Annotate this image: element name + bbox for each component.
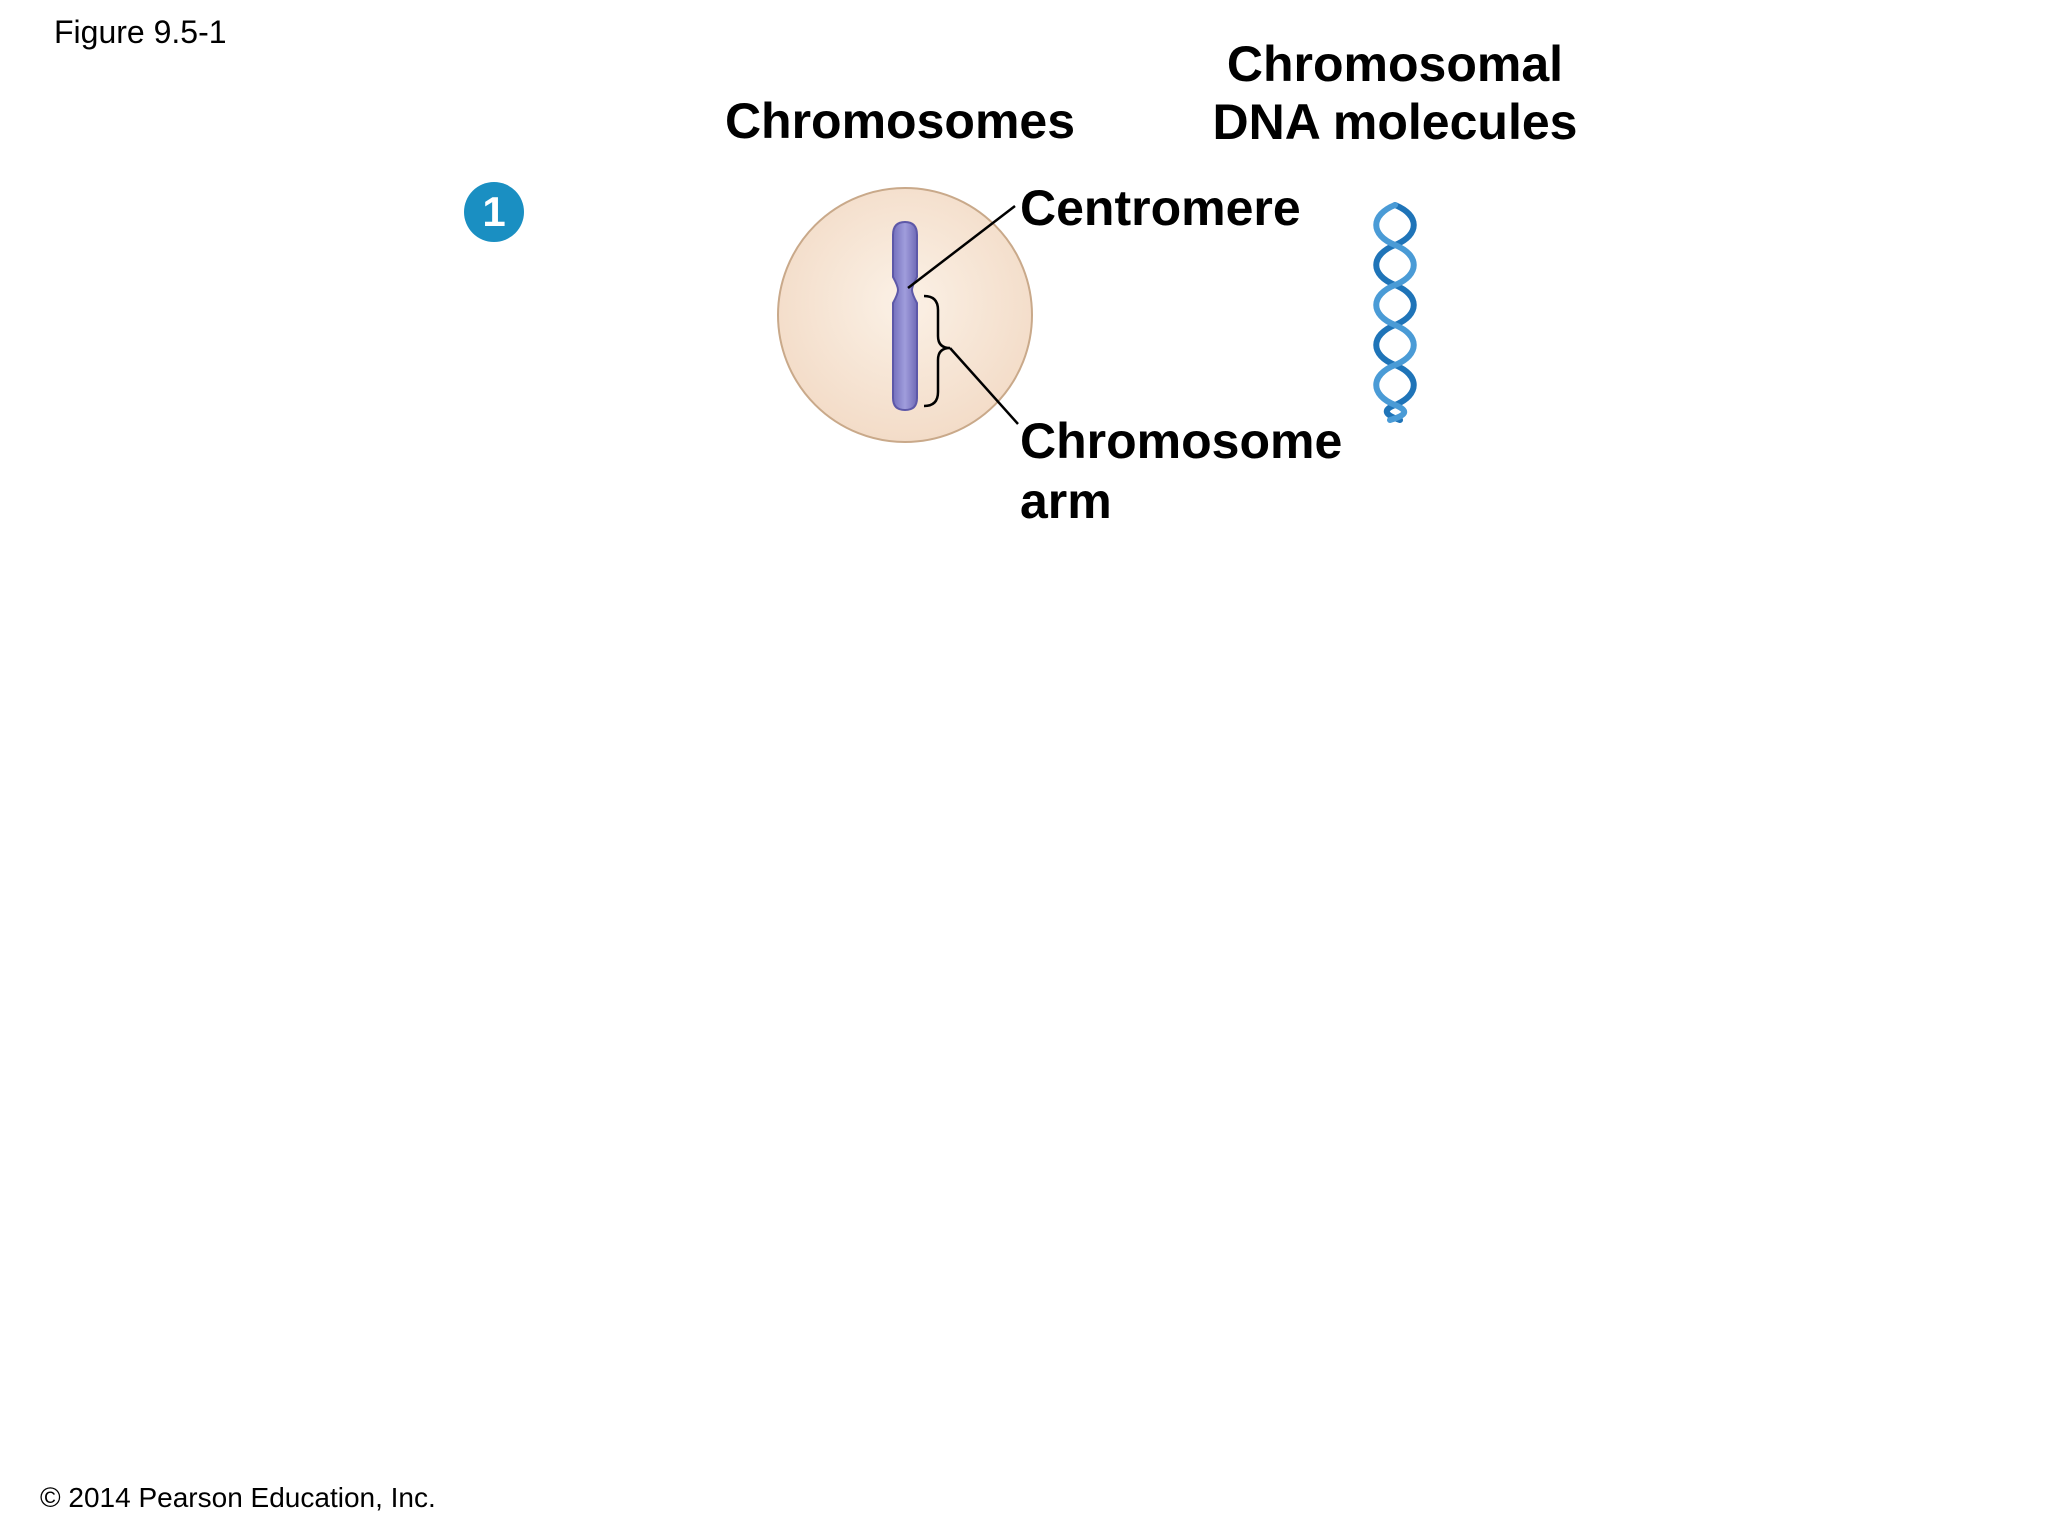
arm-label-line2: arm [1020,473,1112,529]
dna-molecules-heading: Chromosomal DNA molecules [1180,35,1610,151]
dna-helix-icon [1373,202,1417,423]
dna-heading-line2: DNA molecules [1212,94,1578,150]
arm-label-line1: Chromosome [1020,413,1343,469]
centromere-leader-line [907,205,1016,289]
chromosome-shape [892,220,918,412]
figure-label: Figure 9.5-1 [54,14,227,50]
dna-heading-line1: Chromosomal [1226,36,1564,92]
step-number-badge: 1 [464,182,524,242]
chromosome-arm-label: Chromosome arm [1020,411,1342,531]
arm-leader-line [949,347,1019,425]
centromere-label: Centromere [1020,180,1301,236]
copyright-notice: © 2014 Pearson Education, Inc. [40,1482,436,1513]
chromosomes-heading: Chromosomes [724,93,1076,149]
